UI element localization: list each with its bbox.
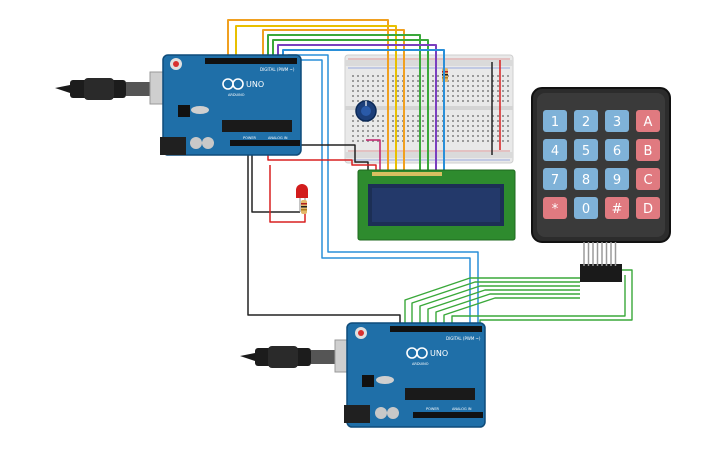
- keypad-keys: 1 2 3 A 4 5 6 B 7 8 9 C * 0 # D: [543, 110, 660, 219]
- key-label: 8: [582, 173, 590, 188]
- wire-green-1: [267, 34, 421, 172]
- power-label-top: POWER: [243, 136, 257, 140]
- key-label: 4: [551, 144, 559, 159]
- key-8[interactable]: 8: [574, 168, 598, 190]
- wire-green-k5: [427, 289, 580, 325]
- digital-label-top: DIGITAL (PWM ~): [260, 67, 295, 72]
- key-B[interactable]: B: [636, 139, 660, 161]
- key-label: 0: [582, 202, 590, 217]
- key-label: 3: [613, 115, 621, 130]
- wire-green-k7: [443, 297, 580, 325]
- wire-green-k8: [451, 275, 626, 325]
- wire-yellow-1: [235, 25, 397, 172]
- key-4[interactable]: 4: [543, 139, 567, 161]
- board-brand-top: ARDUINO: [228, 93, 245, 97]
- lcd-display: [357, 169, 516, 241]
- key-3[interactable]: 3: [605, 110, 629, 132]
- wire-black-2: [247, 152, 401, 325]
- keypad[interactable]: 1 2 3 A 4 5 6 B 7 8 9 C * 0 # D: [531, 87, 671, 282]
- usb-cable-bottom: [240, 339, 364, 373]
- key-5[interactable]: 5: [574, 139, 598, 161]
- power-label-bottom: POWER: [426, 407, 440, 411]
- key-label: A: [644, 115, 653, 130]
- key-D[interactable]: D: [636, 197, 660, 219]
- wire-red-led: [269, 165, 306, 223]
- wire-magenta: [366, 139, 381, 172]
- key-label: 7: [551, 173, 559, 188]
- usb-cable-top: [55, 71, 179, 105]
- wires: [227, 19, 633, 325]
- wire-green-2: [272, 39, 429, 172]
- key-label: D: [643, 202, 653, 217]
- key-label: #: [612, 202, 623, 217]
- key-2[interactable]: 2: [574, 110, 598, 132]
- arduino-top[interactable]: DIGITAL (PWM ~) UNO ARDUINO POWER ANALOG…: [55, 54, 302, 156]
- wire-orange-1: [227, 19, 389, 172]
- key-A[interactable]: A: [636, 110, 660, 132]
- arduino-logo-bottom: [406, 347, 428, 359]
- digital-label-bottom: DIGITAL (PWM ~): [446, 336, 481, 341]
- key-label: 9: [613, 173, 621, 188]
- keypad-pins: [583, 242, 617, 266]
- board-name-top: UNO: [246, 80, 264, 89]
- analog-label-top: ANALOG IN: [268, 136, 288, 140]
- wire-red-2: [267, 152, 377, 172]
- key-label: *: [552, 202, 559, 217]
- wire-orange-2: [262, 29, 405, 172]
- board-name-bottom: UNO: [430, 349, 448, 358]
- key-C[interactable]: C: [636, 168, 660, 190]
- key-label: B: [644, 144, 653, 159]
- wire-green-k4: [419, 285, 580, 325]
- arduino-bottom[interactable]: DIGITAL (PWM ~) UNO ARDUINO POWER ANALOG…: [240, 322, 486, 428]
- key-*[interactable]: *: [543, 197, 567, 219]
- key-6[interactable]: 6: [605, 139, 629, 161]
- wire-green-k6: [435, 293, 580, 325]
- key-#[interactable]: #: [605, 197, 629, 219]
- key-label: 5: [582, 144, 590, 159]
- board-brand-bottom: ARDUINO: [412, 362, 429, 366]
- analog-label-bottom: ANALOG IN: [452, 407, 472, 411]
- potentiometer[interactable]: [355, 100, 377, 122]
- key-label: C: [643, 173, 652, 188]
- arduino-logo-top: [222, 78, 244, 90]
- key-0[interactable]: 0: [574, 197, 598, 219]
- key-label: 6: [613, 144, 621, 159]
- key-7[interactable]: 7: [543, 168, 567, 190]
- wire-black-led: [251, 152, 300, 213]
- wire-blue-1: [282, 49, 445, 172]
- key-9[interactable]: 9: [605, 168, 629, 190]
- key-label: 1: [551, 115, 559, 130]
- wire-green-k2: [404, 277, 580, 325]
- key-1[interactable]: 1: [543, 110, 567, 132]
- wire-green-k1: [479, 269, 633, 325]
- wire-green-k3: [411, 281, 580, 325]
- wire-purple-1: [277, 44, 437, 172]
- key-label: 2: [582, 115, 590, 130]
- led-resistor: [301, 200, 307, 214]
